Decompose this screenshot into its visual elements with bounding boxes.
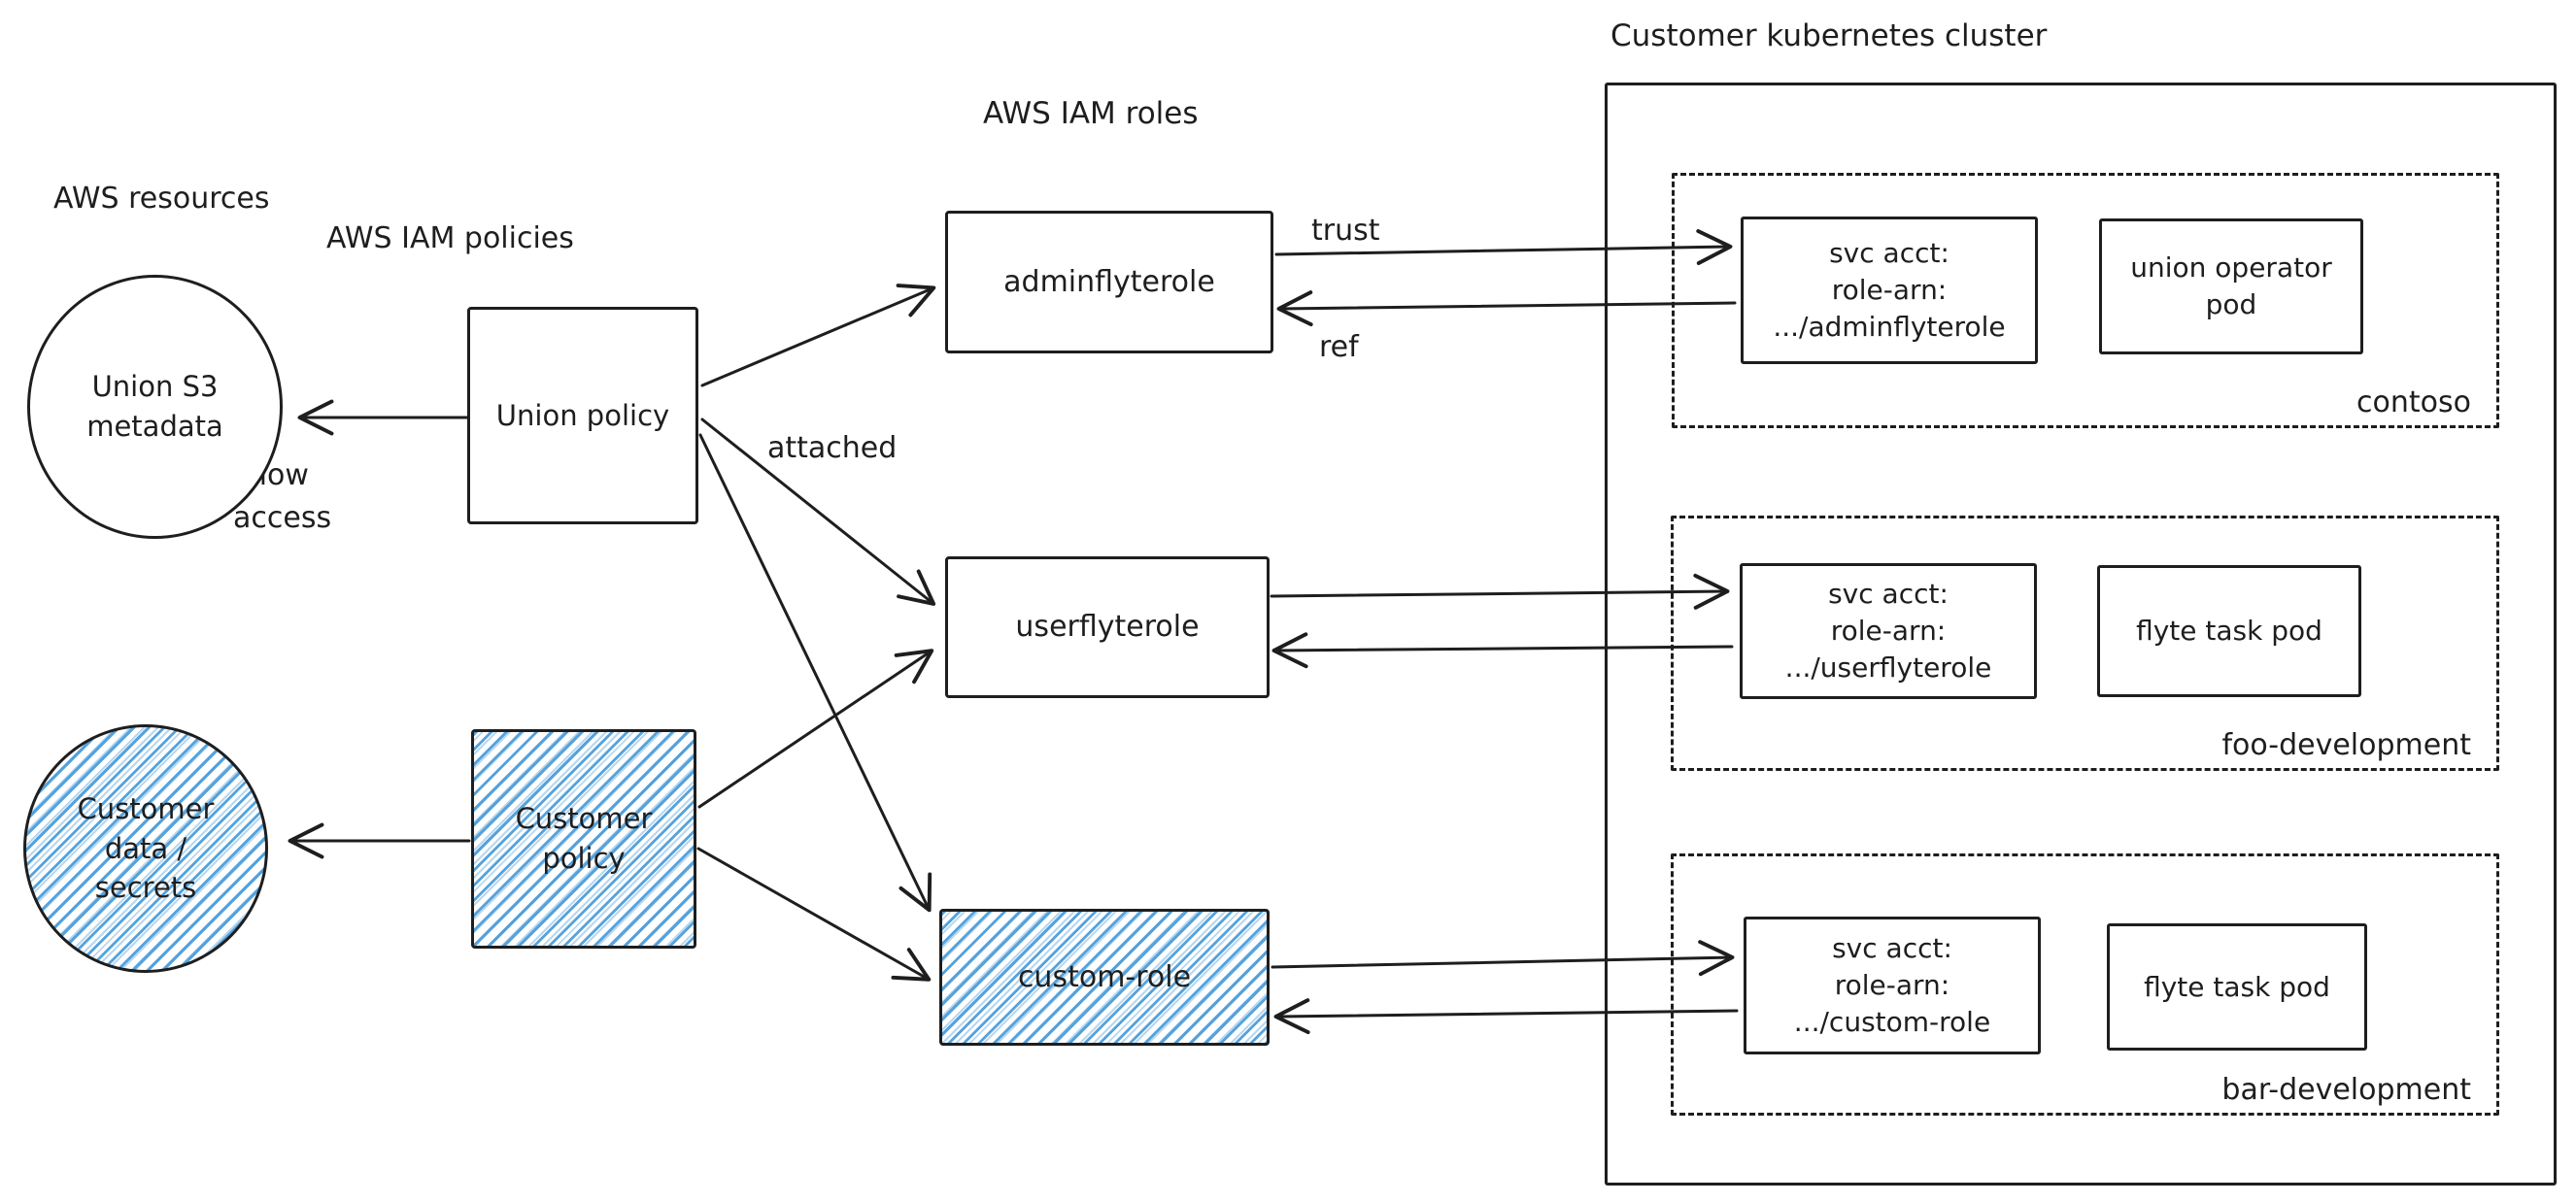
arrow-union-policy-to-custom-role <box>698 433 932 913</box>
userflyterole-box: userflyterole <box>945 556 1270 698</box>
trust-label: trust <box>1311 214 1380 248</box>
svc-acct-adminflyterole-box: svc acct: role-arn: .../adminflyterole <box>1741 217 2038 364</box>
adminflyterole-box: adminflyterole <box>945 211 1273 353</box>
union-operator-pod-box: union operator pod <box>2099 218 2363 354</box>
flyte-task-pod-box-bar: flyte task pod <box>2107 923 2367 1051</box>
arrow-union-policy-to-adminflyterole <box>700 284 936 387</box>
ref-label: ref <box>1319 330 1359 364</box>
arrow-customer-policy-to-userflyterole <box>697 649 934 809</box>
namespace-label-foo-development: foo-development <box>2221 728 2471 762</box>
aws-iam-roles-label: AWS IAM roles <box>983 96 1199 131</box>
customer-policy-box: Customer policy <box>471 729 696 949</box>
kubernetes-cluster-box: svc acct: role-arn: .../adminflyterole u… <box>1605 83 2557 1186</box>
namespace-contoso: svc acct: role-arn: .../adminflyterole u… <box>1672 173 2499 428</box>
customer-data-secrets-circle: Customer data / secrets <box>23 724 268 973</box>
union-s3-metadata-circle: Union S3 metadata <box>27 275 283 539</box>
custom-role-box: custom-role <box>939 909 1270 1046</box>
attached-label: attached <box>767 431 898 465</box>
aws-resources-label: AWS resources <box>53 182 270 216</box>
svc-acct-userflyterole-box: svc acct: role-arn: .../userflyterole <box>1740 563 2037 699</box>
namespace-label-contoso: contoso <box>2356 385 2471 419</box>
cluster-title: Customer kubernetes cluster <box>1610 18 2048 53</box>
union-policy-box: Union policy <box>467 307 698 524</box>
svc-acct-custom-role-box: svc acct: role-arn: .../custom-role <box>1744 917 2041 1054</box>
namespace-bar-development: svc acct: role-arn: .../custom-role flyt… <box>1671 853 2499 1116</box>
namespace-foo-development: svc acct: role-arn: .../userflyterole fl… <box>1671 516 2499 771</box>
namespace-label-bar-development: bar-development <box>2221 1073 2471 1107</box>
arrow-customer-policy-to-custom-role <box>696 847 932 982</box>
aws-iam-policies-label: AWS IAM policies <box>326 221 574 255</box>
flyte-task-pod-box-foo: flyte task pod <box>2097 565 2361 697</box>
